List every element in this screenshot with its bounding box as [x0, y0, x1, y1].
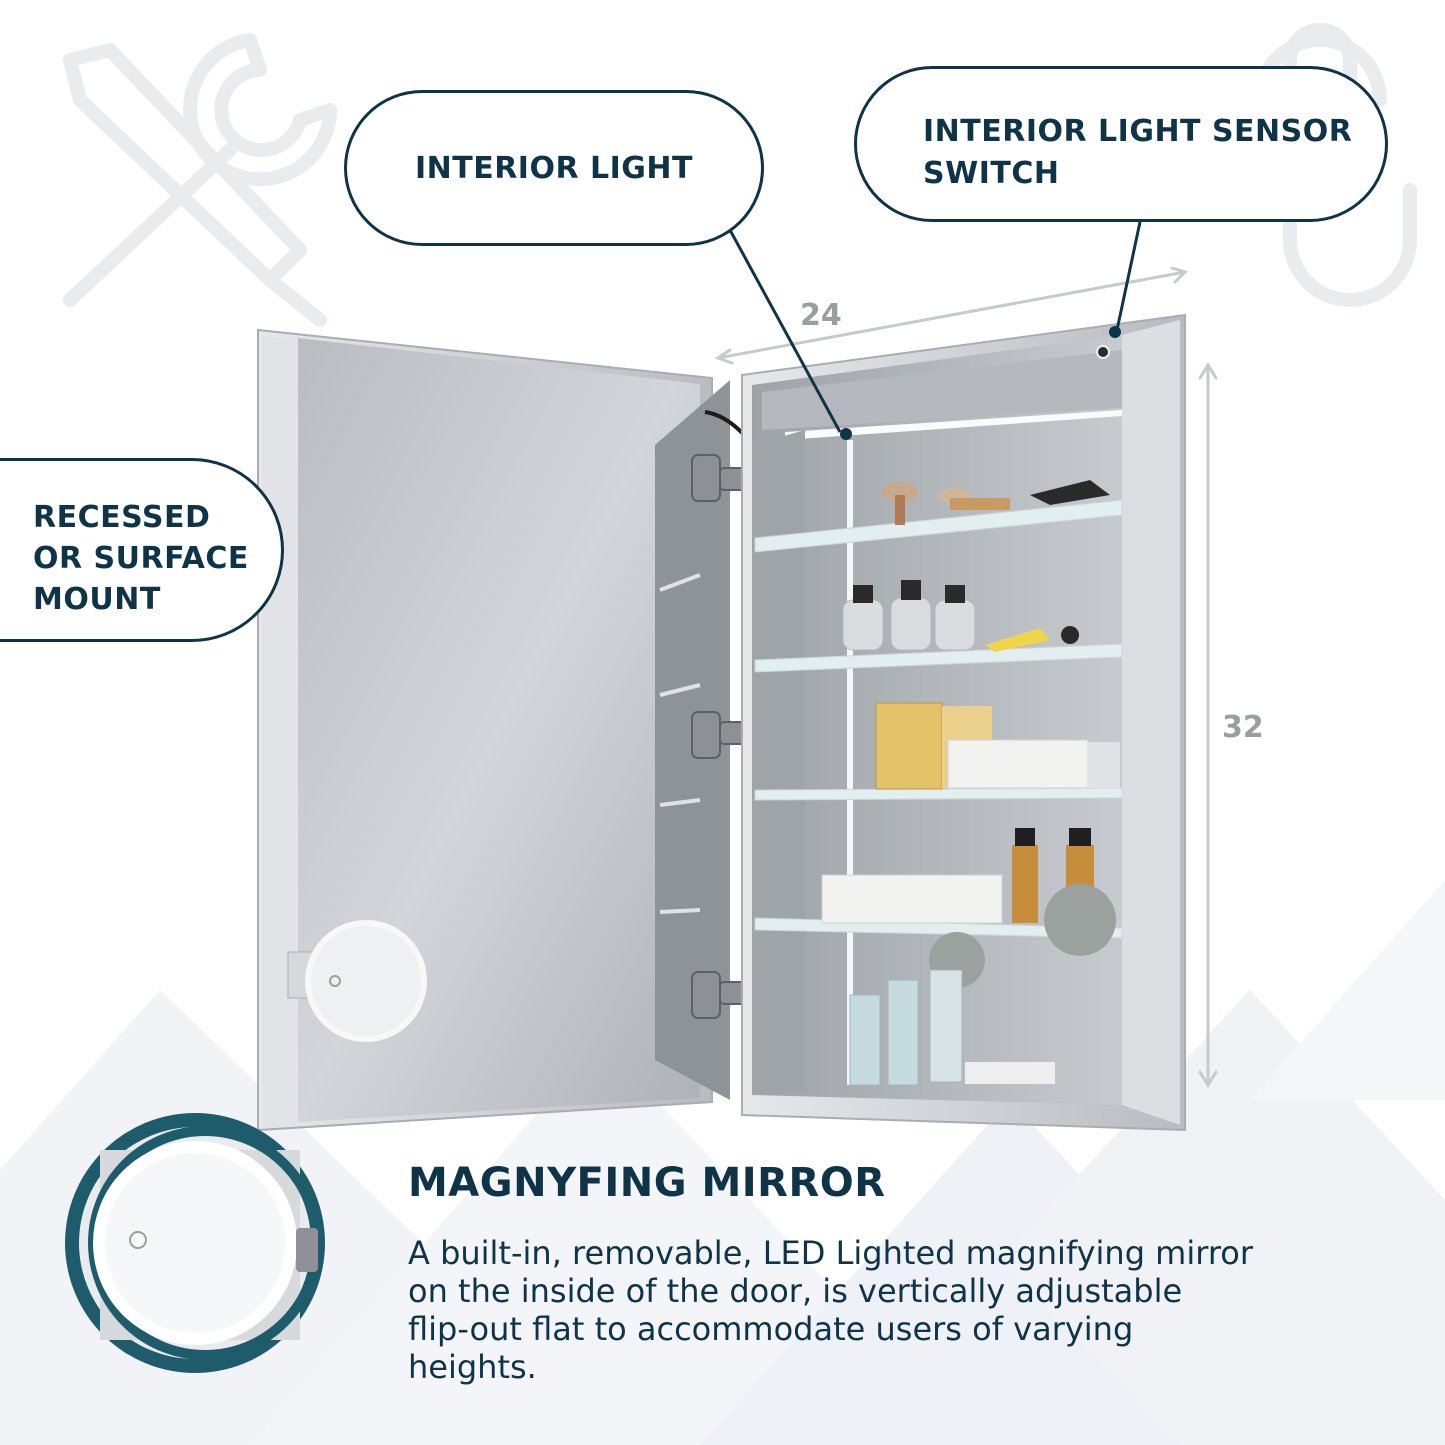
feature-description: A built-in, removable, LED Lighted magni…: [408, 1234, 1418, 1386]
mount-label-line1: RECESSED: [33, 500, 211, 535]
cabinet-door: [257, 328, 730, 1132]
callout-interior-light: INTERIOR LIGHT: [344, 90, 764, 246]
callout-leaders: [728, 221, 1142, 433]
mount-label-line3: MOUNT: [33, 582, 161, 617]
dimension-arrows: [714, 266, 1218, 1088]
feature-title: MAGNYFING MIRROR: [408, 1160, 886, 1206]
feature-desc-line2: on the inside of the door, is vertically…: [408, 1272, 1183, 1310]
tools-icon: [63, 33, 337, 327]
interior-light-label: INTERIOR LIGHT: [414, 150, 693, 186]
sensor-label-line2: SWITCH: [923, 156, 1060, 191]
callout-mount: RECESSED OR SURFACE MOUNT: [0, 458, 284, 642]
feature-desc-line4: heights.: [408, 1348, 537, 1386]
feature-desc-line1: A built-in, removable, LED Lighted magni…: [408, 1234, 1254, 1272]
shelf-items: [821, 480, 1120, 1086]
callout-sensor-switch: INTERIOR LIGHT SENSOR SWITCH: [854, 66, 1388, 222]
magnifier-mirror-icon: [65, 1113, 325, 1373]
door-magnifier: [287, 920, 427, 1042]
height-dimension-label: 32: [1222, 710, 1264, 745]
mount-label-line2: OR SURFACE: [33, 541, 249, 576]
cabinet-body: [741, 313, 1186, 1132]
feature-desc-line3: flip-out flat to accommodate users of va…: [408, 1310, 1134, 1348]
sensor-label-line1: INTERIOR LIGHT SENSOR: [923, 114, 1353, 149]
width-dimension-label: 24: [800, 298, 842, 333]
